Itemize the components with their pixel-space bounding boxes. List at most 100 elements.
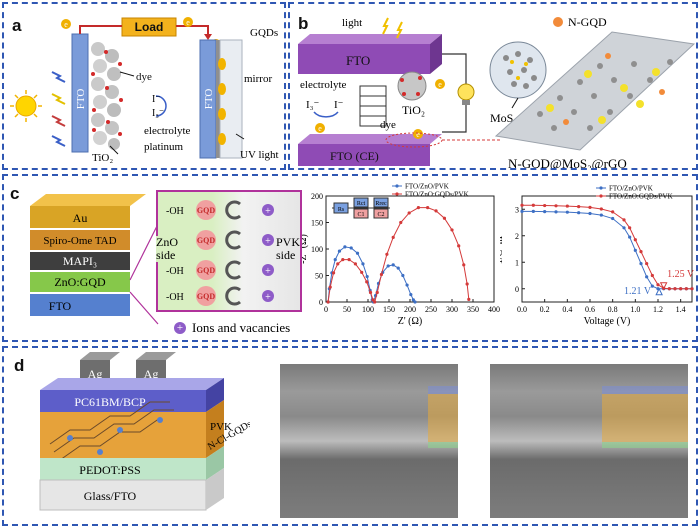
data-point-1: [347, 258, 351, 262]
data-point-1: [667, 287, 671, 291]
data-point-0: [639, 261, 643, 266]
data-point-0: [343, 245, 347, 249]
x-tick-label: 150: [383, 305, 395, 314]
data-point-1: [628, 226, 632, 230]
i3-minus-label: I₃⁻: [152, 108, 164, 119]
arrow-icons: [225, 200, 241, 306]
i3-label-b: I₃⁻: [306, 99, 319, 111]
panel-d: Ag Ag PC61BM/BCP PVK N-Cl-GQDs PEDOT:PSS: [2, 346, 698, 526]
data-point-1: [622, 218, 626, 222]
x-tick-label: 200: [404, 305, 416, 314]
x-tick-label: 400: [488, 305, 500, 314]
panel-label-b: b: [298, 14, 309, 33]
tio2-particles: [91, 42, 123, 150]
intercept-marker-red: [659, 282, 668, 290]
svg-text:GQD: GQD: [197, 206, 215, 215]
series-line-1: [522, 204, 692, 290]
panel-a-diagram: FTO Load e e e dye: [10, 17, 279, 164]
panel-d-stack: Ag Ag PC61BM/BCP PVK N-Cl-GQDs PEDOT:PSS: [39, 352, 250, 511]
data-point-0: [531, 209, 535, 213]
x-tick-label: 1.4: [676, 305, 686, 314]
plot-frame: [521, 195, 693, 303]
y-tick-label: 150: [311, 219, 323, 228]
pvk-side-label: PVK side: [276, 235, 301, 262]
data-point-1: [645, 261, 649, 266]
data-point-1: [599, 207, 603, 211]
x-tick-label: 300: [446, 305, 458, 314]
circuit-label-rrec: Rrec: [375, 201, 387, 207]
ion-legend-icon: +: [174, 322, 186, 334]
svg-text:GQD: GQD: [197, 236, 215, 245]
sem-pvk-overlay-right: [602, 394, 688, 442]
panel-label-a: a: [12, 16, 22, 35]
composite-sheet-icon: [494, 31, 696, 151]
data-point-1: [407, 211, 411, 215]
stack-c-1: Spiro-Ome TAD: [43, 235, 116, 247]
data-point-0: [577, 211, 581, 215]
svg-text:+: +: [265, 266, 271, 277]
data-point-1: [684, 287, 688, 291]
zno-side-label: ZnO side: [156, 236, 190, 262]
x-tick-label: 100: [362, 305, 374, 314]
svg-text:e: e: [64, 20, 68, 29]
stack-d-0: PC61BM/BCP: [74, 395, 146, 409]
data-point-0: [391, 263, 395, 267]
x-axis-label: Voltage (V): [584, 316, 631, 327]
data-point-1: [531, 203, 535, 207]
data-point-1: [543, 203, 547, 208]
legend-marker-0: [599, 186, 603, 190]
fto-left-label: FTO: [75, 89, 87, 110]
legend-marker-1: [599, 194, 603, 198]
svg-text:GQD: GQD: [197, 292, 215, 301]
mos2-zoom-icon: [489, 41, 547, 99]
data-point-1: [565, 204, 569, 208]
data-point-1: [450, 228, 454, 232]
data-point-1: [465, 282, 469, 286]
light-bulb-icon: [457, 83, 475, 105]
data-point-1: [391, 235, 395, 239]
data-point-0: [409, 292, 413, 297]
dye-ladder-icon: [359, 85, 387, 127]
y-tick-label: 1: [515, 258, 519, 267]
data-point-0: [333, 258, 337, 262]
data-point-1: [457, 244, 461, 248]
data-point-1: [434, 209, 438, 213]
data-point-1: [467, 297, 471, 301]
data-point-1: [679, 287, 683, 291]
data-point-1: [375, 290, 379, 295]
stack-c-0: Au: [73, 211, 88, 225]
panel-label-c: c: [10, 184, 20, 203]
legend-label-1: FTO/ZnO:GQDs/PVK: [405, 191, 469, 199]
x-tick-label: 50: [343, 305, 351, 314]
data-point-1: [650, 273, 654, 278]
svg-text:e: e: [416, 130, 420, 139]
series-line-1: [327, 207, 470, 304]
resistor-rs: [333, 202, 349, 214]
stack-d-3: PEDOT:PSS: [79, 463, 140, 477]
electrolyte-label-b: electrolyte: [300, 79, 347, 91]
data-point-1: [554, 204, 558, 208]
x-tick-label: 0.6: [585, 305, 595, 314]
fto-top-label: FTO: [346, 53, 370, 68]
stack-c-4: FTO: [49, 299, 72, 313]
svg-text:-OH: -OH: [166, 292, 184, 303]
ions-legend: + Ions and vacancies: [174, 320, 290, 336]
data-point-1: [690, 287, 694, 291]
x-tick-label: 0.4: [562, 305, 572, 314]
y-axis-label: 1/C² nF: [500, 233, 505, 264]
i-label-b: I⁻: [334, 99, 344, 111]
data-point-1: [588, 205, 592, 209]
legend-marker-0: [395, 184, 399, 188]
legend-marker-1: [395, 192, 399, 196]
data-point-1: [442, 216, 447, 220]
dye-label-b: dye: [380, 119, 396, 131]
platinum-label: platinum: [144, 141, 184, 153]
data-point-0: [361, 262, 365, 266]
data-point-1: [633, 238, 637, 242]
data-point-0: [543, 210, 547, 214]
data-point-1: [379, 272, 384, 277]
intercept-marker-blue: [655, 287, 663, 296]
